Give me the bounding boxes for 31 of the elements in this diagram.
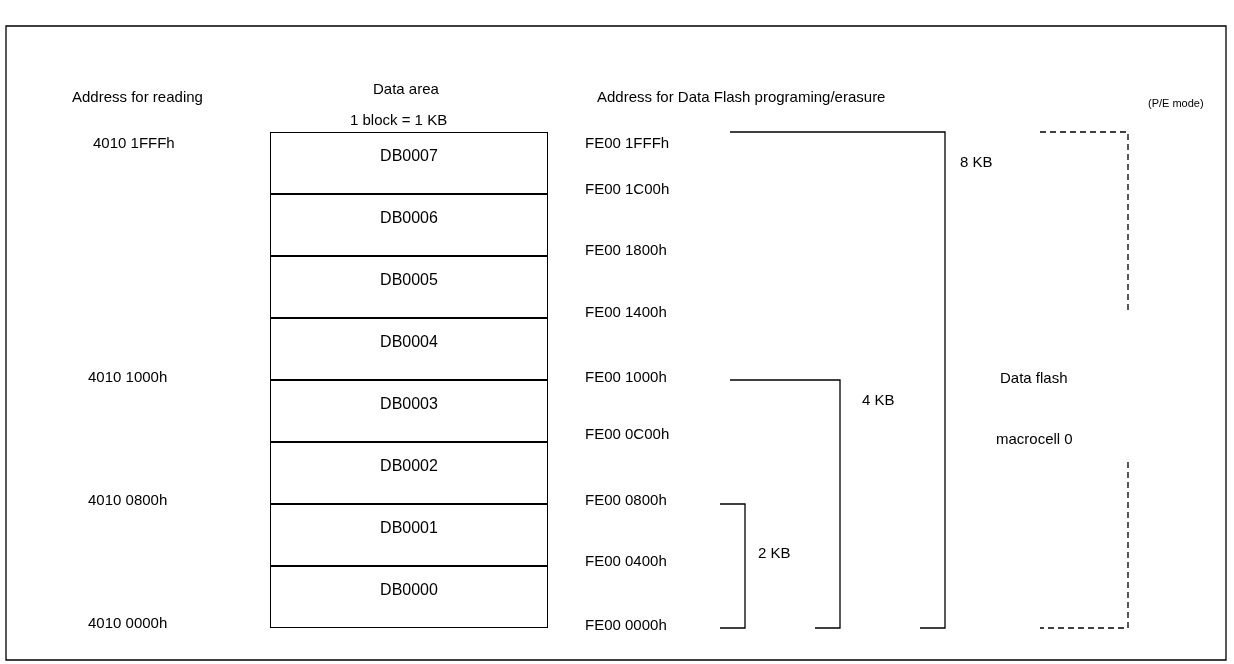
region-label: Data flash [1000,369,1068,386]
address-label: FE00 1000h [585,368,667,385]
region-label: macrocell 0 [996,430,1073,447]
column-heading: Address for reading [72,88,203,105]
size-label: 4 KB [862,391,895,408]
address-label: FE00 0800h [585,491,667,508]
memory-block: DB0001 [270,504,548,566]
note: (P/E mode) [1148,97,1204,109]
column-heading: Data area [373,80,439,97]
size-label: 8 KB [960,153,993,170]
address-label: FE00 1800h [585,241,667,258]
memory-block: DB0005 [270,256,548,318]
address-label: FE00 0400h [585,552,667,569]
address-label: 4010 1FFFh [93,134,175,151]
address-label: FE00 1C00h [585,180,670,197]
memory-block: DB0006 [270,194,548,256]
memory-block: DB0002 [270,442,548,504]
address-label: 4010 0800h [88,491,168,508]
address-label: 4010 0000h [88,614,168,631]
address-label: FE00 1FFFh [585,134,670,151]
address-label: FE00 1400h [585,303,667,320]
memory-block: DB0007 [270,132,548,194]
memory-block: DB0004 [270,318,548,380]
memory-block: DB0003 [270,380,548,442]
memory-block: DB0000 [270,566,548,628]
address-label: 4010 1000h [88,368,168,385]
note: 1 block = 1 KB [350,111,448,128]
size-label: 2 KB [758,544,791,561]
address-label: FE00 0000h [585,616,667,633]
address-label: FE00 0C00h [585,425,670,442]
column-heading: Address for Data Flash programing/erasure [597,88,886,105]
